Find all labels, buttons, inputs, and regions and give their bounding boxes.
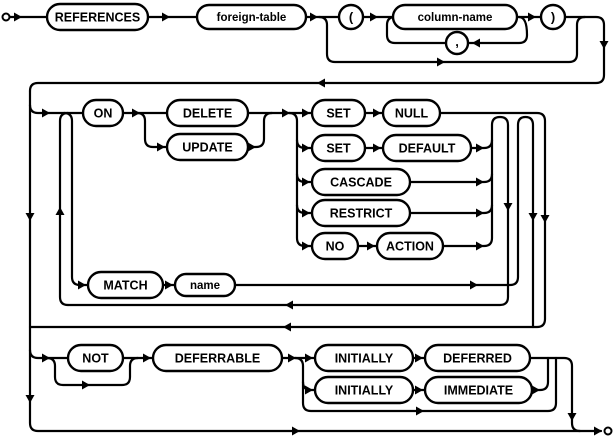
- immediate-keyword-bubble: [423, 375, 534, 405]
- default-keyword-label: DEFAULT: [399, 142, 456, 156]
- on-keyword-label: ON: [94, 107, 113, 121]
- close-paren-label: ): [551, 10, 555, 25]
- open-paren-bubble: [337, 3, 365, 31]
- on-keyword-bubble: [81, 98, 125, 128]
- immediate-keyword-label: IMMEDIATE: [444, 384, 513, 398]
- arrowheads: [14, 12, 609, 436]
- restrict-keyword-bubble: [310, 198, 412, 228]
- open-paren-label: (: [349, 10, 354, 25]
- cascade-keyword-label: CASCADE: [330, 176, 392, 190]
- set-default-set-label: SET: [326, 142, 351, 156]
- update-keyword-label: UPDATE: [182, 141, 232, 155]
- start-terminal-circle: [1, 12, 11, 22]
- update-keyword-bubble: [165, 132, 250, 162]
- delete-keyword-bubble: [165, 98, 250, 128]
- set-null-set-label: SET: [326, 107, 351, 121]
- comma-bubble: [444, 30, 470, 56]
- initially-immediate-initially-label: INITIALLY: [335, 384, 394, 398]
- initially-immediate-initially-bubble: [313, 375, 415, 405]
- restrict-keyword-label: RESTRICT: [330, 207, 393, 221]
- set-default-set-bubble: [310, 133, 367, 163]
- end-terminal-circle: [603, 426, 613, 436]
- deferrable-keyword-label: DEFERRABLE: [175, 352, 260, 366]
- column-name-nonterminal-bubble: [391, 3, 519, 31]
- action-keyword-label: ACTION: [386, 240, 434, 254]
- initially-deferred-initially-label: INITIALLY: [335, 352, 394, 366]
- match-keyword-label: MATCH: [103, 279, 147, 293]
- not-keyword-bubble: [66, 343, 125, 373]
- initially-deferred-initially-bubble: [313, 343, 415, 373]
- group-on-clause: ON DELETE UPDATE SET NULL SET DEFAULT CA…: [81, 98, 473, 300]
- row-references: REFERENCES foreign-table ( column-name ,…: [45, 2, 567, 56]
- group-deferrable-clause: NOT DEFERRABLE INITIALLY DEFERRED INITIA…: [66, 343, 534, 405]
- null-keyword-label: NULL: [395, 107, 429, 121]
- null-keyword-bubble: [381, 98, 442, 128]
- deferred-keyword-label: DEFERRED: [443, 352, 512, 366]
- deferrable-keyword-bubble: [151, 343, 284, 373]
- delete-keyword-label: DELETE: [183, 107, 232, 121]
- default-keyword-bubble: [381, 133, 473, 163]
- action-keyword-bubble: [375, 231, 445, 261]
- foreign-table-nonterminal-label: foreign-table: [217, 12, 287, 24]
- not-keyword-label: NOT: [82, 352, 109, 366]
- set-null-set-bubble: [310, 98, 367, 128]
- deferred-keyword-bubble: [423, 343, 532, 373]
- no-keyword-label: NO: [326, 240, 345, 254]
- comma-label: ,: [455, 34, 459, 49]
- close-paren-bubble: [539, 3, 567, 31]
- column-name-nonterminal-label: column-name: [418, 12, 493, 24]
- references-keyword-bubble: [45, 2, 150, 32]
- name-nonterminal-bubble: [173, 272, 237, 298]
- foreign-table-nonterminal-bubble: [195, 3, 308, 31]
- match-keyword-bubble: [86, 270, 165, 300]
- references-keyword-label: REFERENCES: [55, 11, 140, 25]
- cascade-keyword-bubble: [310, 167, 412, 197]
- name-nonterminal-label: name: [190, 280, 220, 292]
- no-keyword-bubble: [310, 231, 360, 261]
